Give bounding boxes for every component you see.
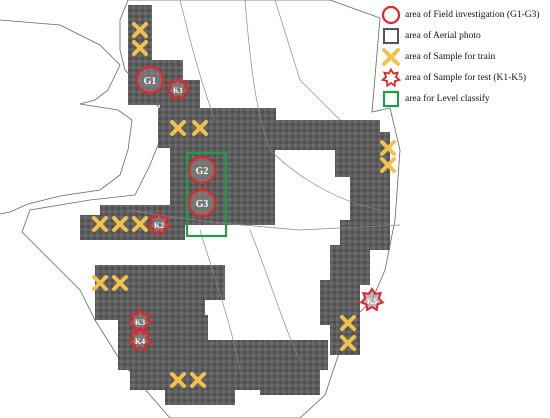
gray-square-icon	[383, 27, 399, 44]
g1-label: G1	[144, 76, 157, 87]
legend-train-label: area of Sample for train	[405, 51, 496, 62]
legend-row-test: area of Sample for test (K1-K5)	[380, 67, 548, 88]
test-star-k4	[127, 327, 153, 352]
train-sample-markers	[92, 22, 396, 388]
legend-aerial-label: area of Aerial photo	[405, 30, 481, 41]
train-cross-13	[340, 335, 356, 351]
train-cross-3	[170, 120, 186, 136]
red-star-icon	[380, 67, 402, 87]
train-cross-4	[192, 120, 208, 136]
test-star-k5	[359, 287, 385, 312]
legend-row-level: area for Level classify	[380, 88, 548, 109]
train-cross-15	[190, 372, 206, 388]
k4-label: K4	[135, 337, 145, 346]
train-cross-9	[132, 216, 148, 232]
train-cross-10	[92, 275, 108, 291]
field-site-g1: G1	[135, 65, 165, 95]
train-cross-8	[112, 216, 128, 232]
legend-field-label: area of Field investigation (G1-G3)	[405, 9, 540, 20]
train-cross-7	[92, 216, 108, 232]
g3-label: G3	[196, 199, 209, 210]
level-classify-frame	[185, 151, 228, 238]
train-cross-12	[340, 315, 356, 331]
road-lines	[129, 0, 401, 371]
legend-test-label: area of Sample for test (K1-K5)	[405, 72, 527, 83]
k5-label: K5	[367, 297, 377, 306]
red-circle-icon	[381, 5, 401, 24]
legend-row-train: area of Sample for train	[380, 46, 548, 67]
legend-level-label: area for Level classify	[405, 93, 490, 104]
legend-row-field: area of Field investigation (G1-G3)	[380, 4, 548, 25]
k3-label: K3	[135, 318, 145, 327]
train-cross-14	[170, 372, 186, 388]
k1-label: K1	[173, 86, 183, 95]
field-site-g2: G2	[187, 155, 217, 185]
train-cross-1	[132, 22, 148, 38]
yellow-cross-icon	[382, 47, 400, 66]
k2-label: K2	[154, 221, 164, 230]
g2-label: G2	[196, 166, 209, 177]
field-site-g3: G3	[187, 188, 217, 218]
train-cross-5	[380, 140, 396, 156]
legend: area of Field investigation (G1-G3) area…	[380, 4, 548, 109]
test-star-k2	[146, 211, 172, 236]
test-star-k1	[165, 76, 191, 101]
train-cross-6	[380, 157, 396, 173]
coastline-west	[0, 19, 133, 215]
test-sample-markers	[127, 76, 385, 352]
legend-row-aerial: area of Aerial photo	[380, 25, 548, 46]
aerial-photo-tiles	[80, 5, 390, 405]
train-cross-11	[112, 275, 128, 291]
train-cross-2	[132, 40, 148, 56]
green-square-icon	[382, 90, 400, 107]
